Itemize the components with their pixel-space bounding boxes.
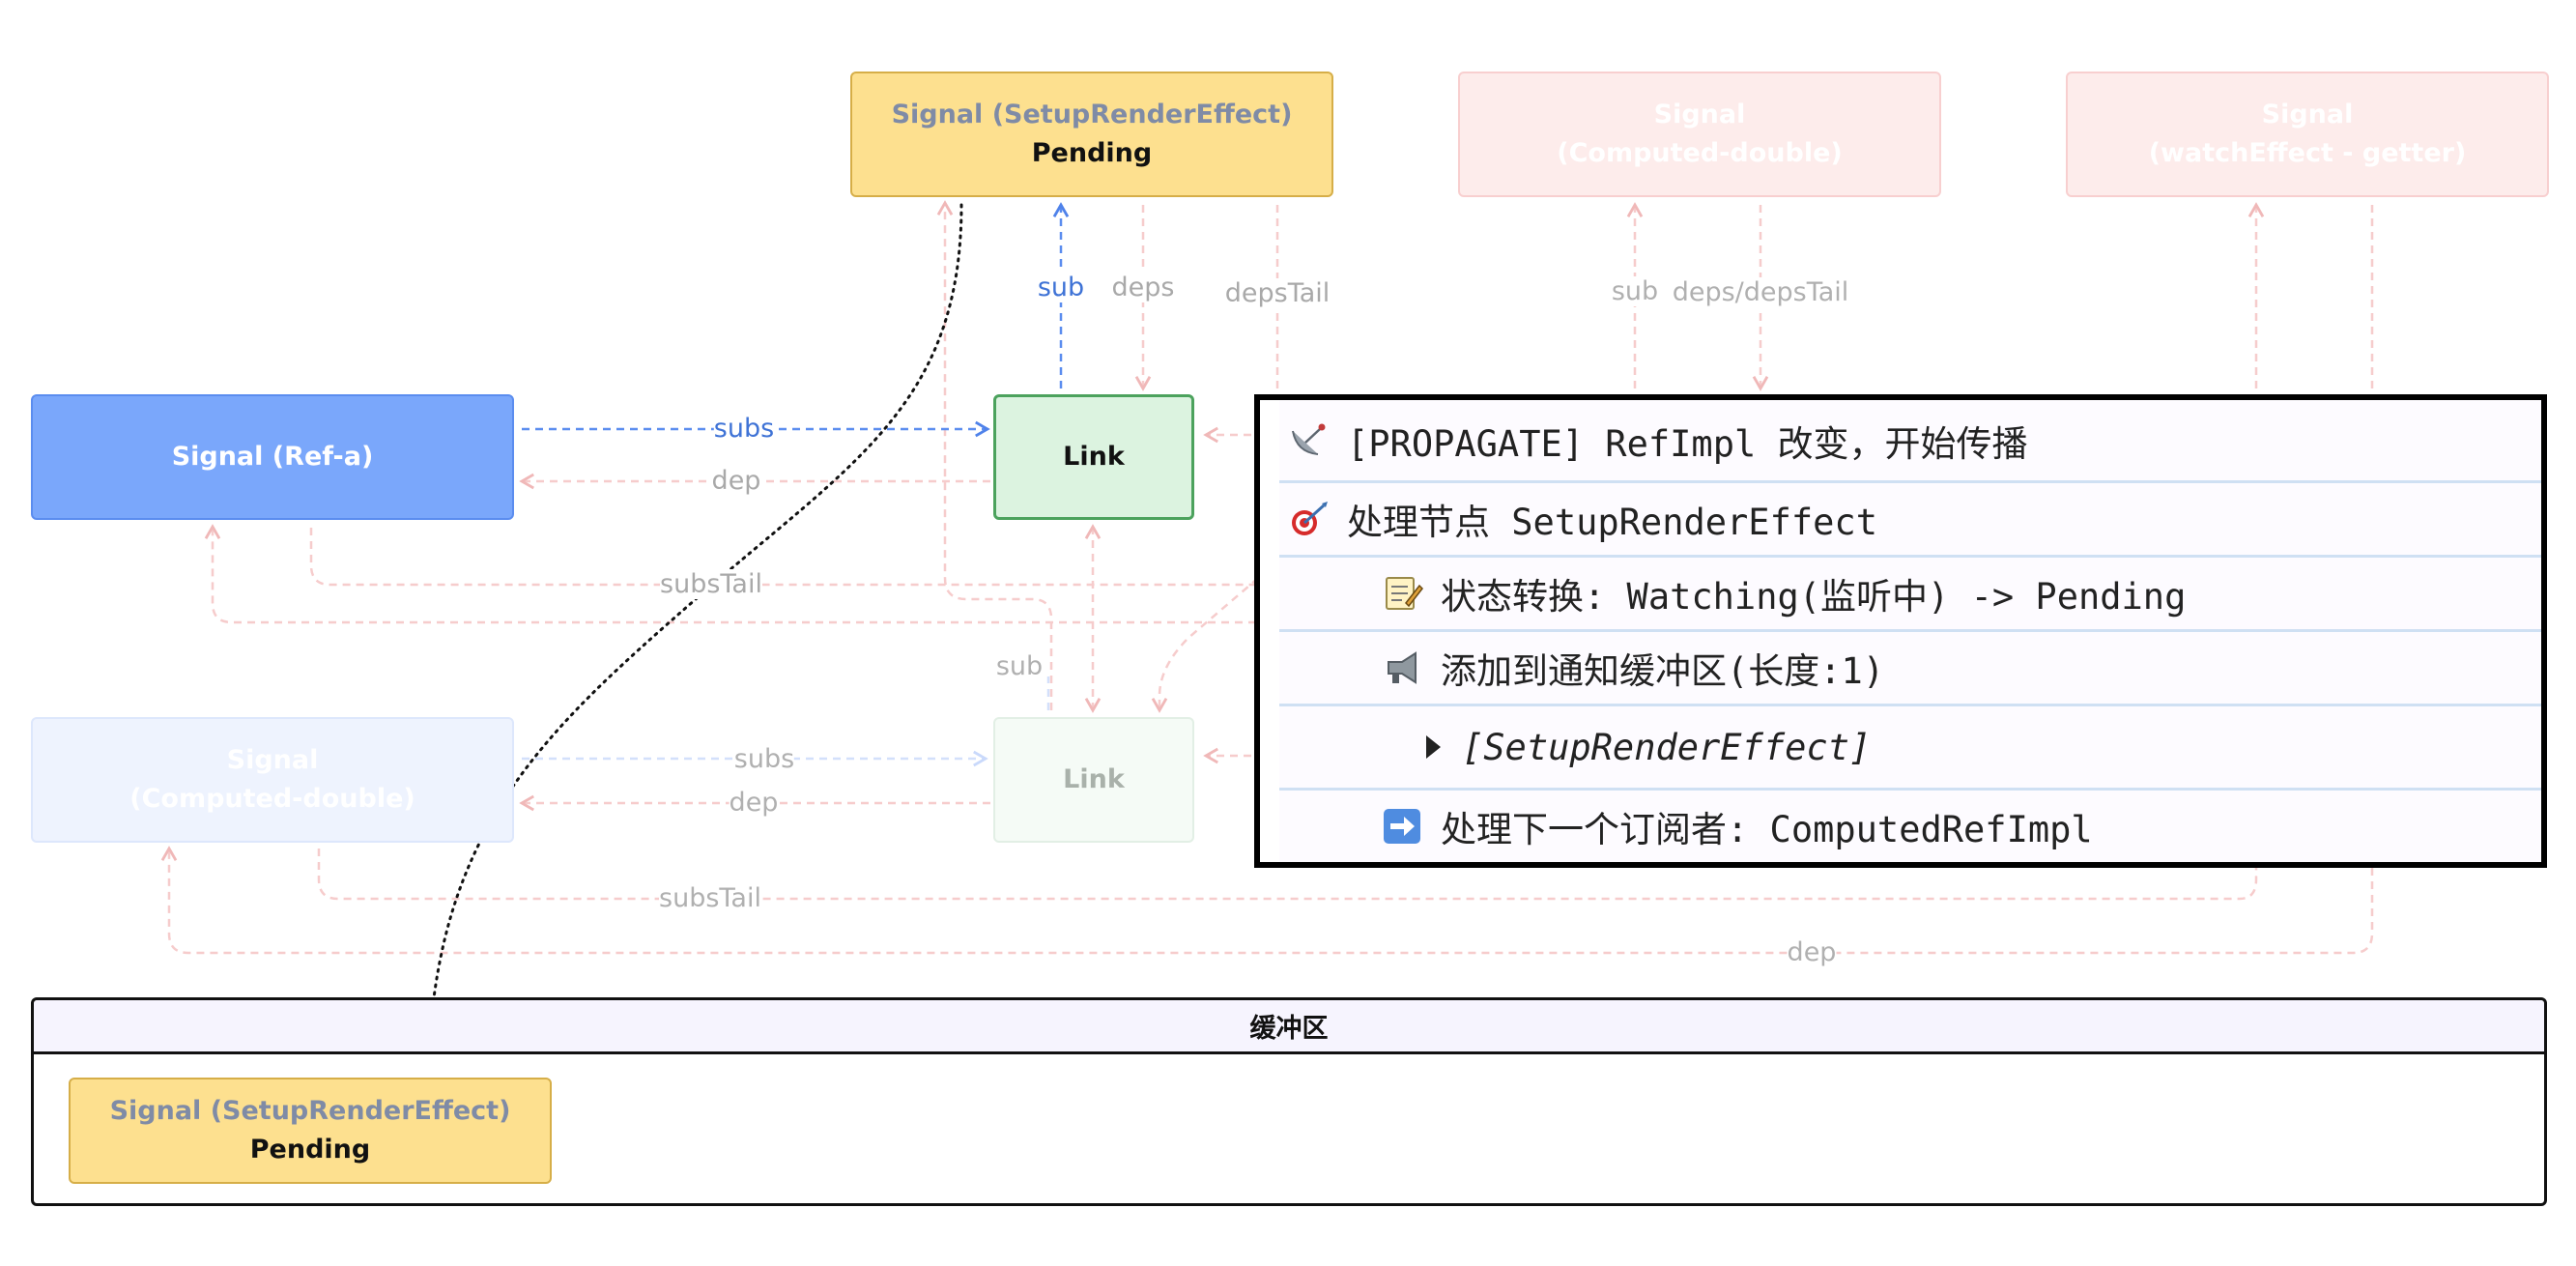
edge-loop-top (204, 524, 1256, 624)
memo-icon (1381, 574, 1425, 613)
edge-label-sub-blue: sub (1037, 273, 1085, 302)
node-title: Signal (SetupRenderEffect) (109, 1096, 511, 1126)
edge-subs-tail-top (309, 528, 1256, 587)
log-row: 处理下一个订阅者: ComputedRefImpl (1279, 791, 2541, 862)
link-bottom-node[interactable]: Link (993, 717, 1194, 843)
edge-label-deps: deps (1111, 273, 1175, 302)
satellite-dish-icon (1287, 421, 1331, 460)
node-status: Pending (1031, 138, 1153, 168)
edge-label-sub-mid: sub (995, 651, 1044, 681)
link-top-node[interactable]: Link (993, 394, 1194, 520)
node-title: Signal (SetupRenderEffect) (891, 100, 1293, 129)
triangle-right-icon[interactable] (1426, 735, 1441, 759)
edge-label-sub-right: sub (1611, 276, 1659, 306)
edge-label-subs-tail-top: subsTail (660, 569, 762, 599)
node-subtitle: (Computed-double) (129, 784, 415, 814)
log-row-text: 处理下一个订阅者: ComputedRefImpl (1441, 809, 2093, 850)
signal-computed-double-top-node[interactable]: Signal (Computed-double) (1458, 72, 1941, 197)
log-panel-body: [PROPAGATE] RefImpl 改变，开始传播 处理节点 SetupRe… (1279, 400, 2541, 862)
edge-dep-long (160, 846, 2374, 955)
edge-label-dep-top: dep (711, 466, 761, 496)
node-title: Link (1063, 764, 1125, 794)
edge-label-deps-tail: depsTail (1224, 278, 1331, 308)
log-row[interactable]: [SetupRenderEffect] (1279, 706, 2541, 791)
signal-setup-render-effect-node[interactable]: Signal (SetupRenderEffect) Pending (850, 72, 1333, 197)
target-icon (1287, 500, 1331, 538)
log-row-text: 添加到通知缓冲区(长度:1) (1441, 650, 1885, 692)
node-title: Signal (Ref-a) (171, 442, 374, 472)
signal-ref-a-node[interactable]: Signal (Ref-a) (31, 394, 514, 520)
node-status: Pending (249, 1135, 371, 1165)
node-subtitle: (watchEffect - getter) (2148, 138, 2467, 168)
edge-label-subs-tail-bottom: subsTail (659, 883, 761, 913)
edge-label-deps-deps-tail: deps/depsTail (1672, 277, 1849, 307)
log-row-text: 处理节点 SetupRenderEffect (1347, 502, 1877, 543)
log-row-text: [SetupRenderEffect] (1462, 726, 1872, 768)
edge-label-subs-bottom: subs (733, 744, 795, 774)
signal-watch-effect-getter-node[interactable]: Signal (watchEffect - getter) (2066, 72, 2549, 197)
edge-label-subs-top: subs (713, 414, 775, 444)
edge-label-dep-long: dep (1787, 937, 1837, 967)
log-row-text: [PROPAGATE] RefImpl 改变，开始传播 (1347, 422, 2028, 465)
log-row: [PROPAGATE] RefImpl 改变，开始传播 (1279, 400, 2541, 483)
log-row: 添加到通知缓冲区(长度:1) (1279, 632, 2541, 706)
buffer-item-setup-render-effect[interactable]: Signal (SetupRenderEffect) Pending (69, 1078, 552, 1184)
buffer-container: 缓冲区 Signal (SetupRenderEffect) Pending (31, 997, 2547, 1206)
node-title: Signal (2261, 100, 2354, 129)
log-row: 状态转换: Watching(监听中) -> Pending (1279, 558, 2541, 632)
node-title: Signal (226, 745, 319, 775)
edge-sub-mid (936, 200, 1053, 710)
megaphone-icon (1381, 648, 1425, 687)
node-title: Link (1063, 442, 1125, 472)
signal-computed-double-left-node[interactable]: Signal (Computed-double) (31, 717, 514, 843)
right-arrow-icon (1381, 807, 1425, 846)
buffer-title: 缓冲区 (34, 1000, 2544, 1054)
propagation-log-panel: [PROPAGATE] RefImpl 改变，开始传播 处理节点 SetupRe… (1254, 394, 2547, 868)
log-row-text: 状态转换: Watching(监听中) -> Pending (1441, 576, 2187, 618)
node-subtitle: (Computed-double) (1557, 138, 1843, 168)
node-title: Signal (1653, 100, 1746, 129)
edge-to-buffer (418, 203, 963, 1077)
edge-label-dep-bottom: dep (729, 788, 779, 818)
log-row: 处理节点 SetupRenderEffect (1279, 483, 2541, 558)
